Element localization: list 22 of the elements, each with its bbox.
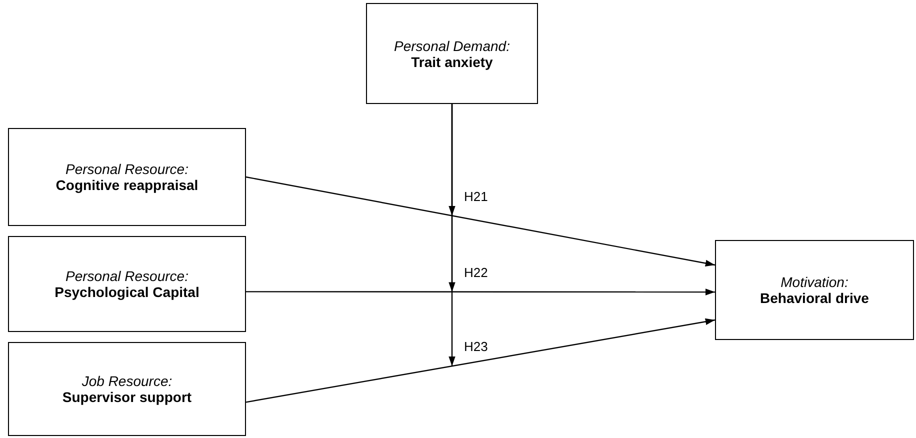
construct-box — [366, 3, 538, 104]
construct-category: Personal Demand: — [394, 38, 510, 54]
arrow — [448, 104, 456, 366]
construct-category: Personal Resource: — [66, 268, 188, 284]
edge-label: H21 — [462, 188, 490, 204]
construct-box — [8, 342, 246, 436]
construct-name: Psychological Capital — [54, 284, 200, 300]
arrow — [246, 176, 716, 267]
construct-box — [715, 240, 914, 340]
edge-label: H22 — [462, 264, 490, 280]
construct-box — [8, 236, 246, 332]
construct-name: Cognitive reappraisal — [56, 177, 198, 193]
construct-name: Behavioral drive — [760, 290, 869, 306]
construct-name: Supervisor support — [62, 389, 192, 405]
construct-box — [8, 128, 246, 226]
edge-label: H23 — [462, 339, 490, 354]
construct-category: Personal Resource: — [66, 161, 188, 177]
arrow — [246, 288, 715, 296]
construct-category: Job Resource: — [82, 373, 172, 389]
construct-name: Trait anxiety — [411, 54, 493, 70]
arrow — [246, 318, 716, 403]
construct-category: Motivation: — [780, 274, 848, 290]
